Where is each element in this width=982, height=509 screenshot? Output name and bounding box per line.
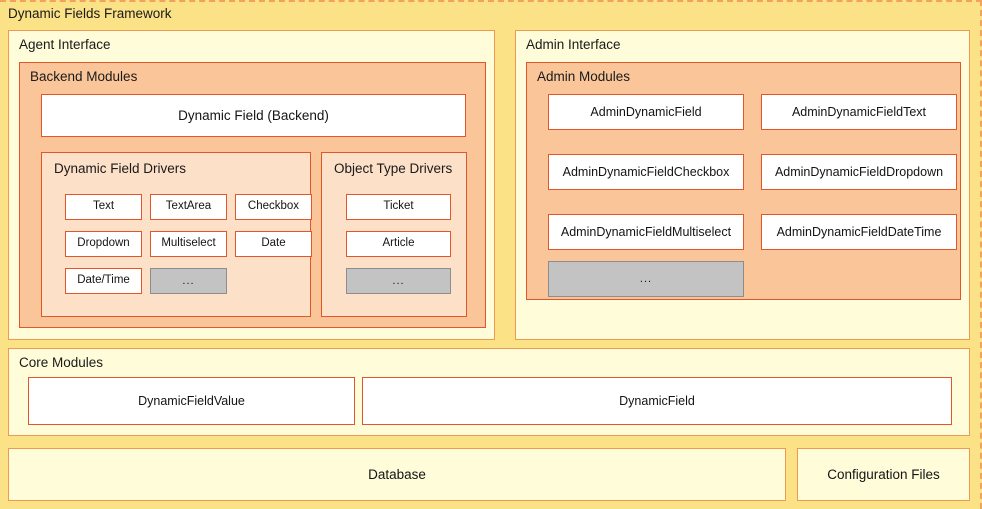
backend-modules-panel: Backend Modules Dynamic Field (Backend) …: [19, 62, 486, 328]
database-box: Database: [8, 448, 786, 501]
admin-module-box-dynamicfieldmultiselect: AdminDynamicFieldMultiselect: [548, 214, 744, 250]
core-module-box-dynamicfieldvalue: DynamicFieldValue: [28, 377, 355, 425]
backend-modules-title: Backend Modules: [30, 69, 138, 84]
core-modules-panel: Core Modules DynamicFieldValue DynamicFi…: [8, 348, 970, 436]
admin-modules-title: Admin Modules: [537, 69, 631, 84]
driver-box-date-time: Date/Time: [65, 268, 142, 294]
admin-module-box-dynamicfielddropdown: AdminDynamicFieldDropdown: [761, 154, 957, 190]
driver-box-date: Date: [235, 231, 312, 257]
driver-box-checkbox: Checkbox: [235, 194, 312, 220]
admin-module-box-dynamicfieldcheckbox: AdminDynamicFieldCheckbox: [548, 154, 744, 190]
dynamic-field-drivers-panel: Dynamic Field Drivers Text TextArea Chec…: [41, 152, 312, 317]
driver-box-dropdown: Dropdown: [65, 231, 142, 257]
driver-box-text: Text: [65, 194, 142, 220]
framework-title: Dynamic Fields Framework: [8, 6, 172, 21]
object-type-drivers-title: Object Type Drivers: [334, 161, 453, 176]
object-type-drivers-panel: Object Type Drivers Ticket Article ...: [321, 152, 467, 317]
admin-modules-panel: Admin Modules AdminDynamicField AdminDyn…: [526, 62, 961, 300]
admin-interface-panel: Admin Interface Admin Modules AdminDynam…: [515, 30, 970, 340]
agent-interface-panel: Agent Interface Backend Modules Dynamic …: [8, 30, 495, 340]
object-type-box-placeholder: ...: [346, 268, 451, 294]
agent-interface-title: Agent Interface: [19, 37, 111, 52]
admin-module-box-dynamicfieldtext: AdminDynamicFieldText: [761, 94, 957, 130]
dynamic-field-backend-box: Dynamic Field (Backend): [41, 94, 466, 137]
admin-module-box-dynamicfield: AdminDynamicField: [548, 94, 744, 130]
core-modules-title: Core Modules: [19, 355, 104, 370]
driver-box-multiselect: Multiselect: [150, 231, 227, 257]
admin-module-box-dynamicfielddatetime: AdminDynamicFieldDateTime: [761, 214, 957, 250]
object-type-box-article: Article: [346, 231, 451, 257]
dynamic-field-drivers-title: Dynamic Field Drivers: [54, 161, 187, 176]
admin-module-box-placeholder: ...: [548, 261, 744, 297]
admin-interface-title: Admin Interface: [526, 37, 621, 52]
driver-box-textarea: TextArea: [150, 194, 227, 220]
core-module-box-dynamicfield: DynamicField: [362, 377, 952, 425]
driver-box-placeholder: ...: [150, 268, 227, 294]
configuration-files-box: Configuration Files: [797, 448, 970, 501]
object-type-box-ticket: Ticket: [346, 194, 451, 220]
